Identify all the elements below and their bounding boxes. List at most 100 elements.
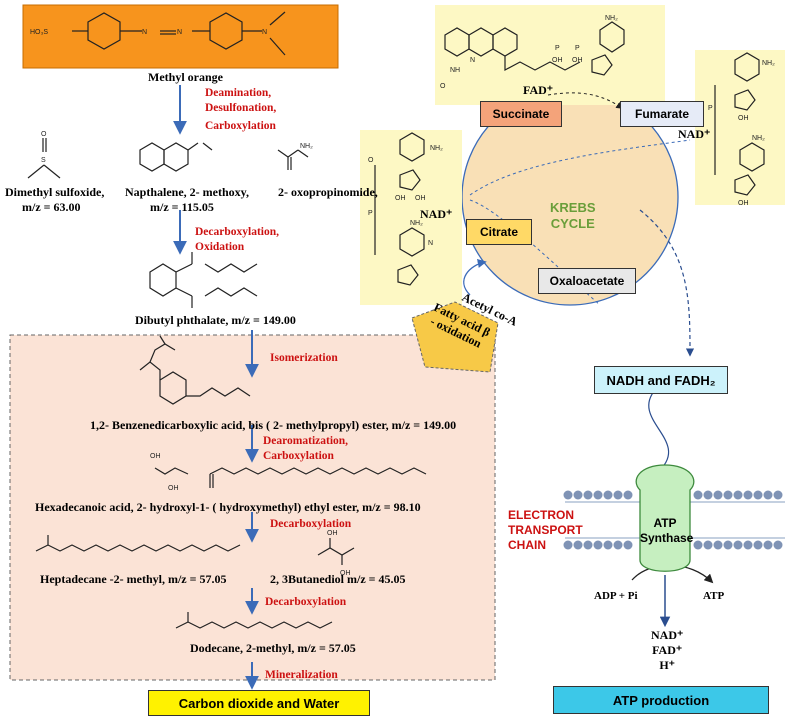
krebs-inner-dashed-2 xyxy=(469,199,601,306)
step3-label-2: Carboxylation xyxy=(263,450,334,462)
lipid-bead xyxy=(713,490,723,500)
succinate-box: Succinate xyxy=(480,101,562,127)
lipid-bead xyxy=(563,490,573,500)
lipid-bead xyxy=(693,540,703,550)
oxopropinomide-structure xyxy=(277,149,309,170)
krebs-inner-dashed xyxy=(469,139,691,196)
atp-label: ATP xyxy=(703,590,725,602)
n-label: N xyxy=(470,57,475,64)
oh-label: OH xyxy=(168,485,179,492)
nh2-label: NH₂ xyxy=(605,15,618,22)
hexadecanoic-label: Hexadecanoic acid, 2- hydroxyl-1- ( hydr… xyxy=(35,500,421,514)
krebs-word: KREBS xyxy=(550,200,596,215)
lipid-bead xyxy=(773,490,783,500)
lipid-bead xyxy=(593,490,603,500)
fad-to-fumarate-arrow xyxy=(547,92,624,109)
acetyl-arrow xyxy=(463,258,487,296)
p-label: P xyxy=(575,45,580,52)
lipid-bead xyxy=(623,540,633,550)
fatty-acid-pentagon xyxy=(411,301,499,373)
methyl-orange-structure xyxy=(72,11,286,56)
dmso-name: Dimethyl sulfoxide, xyxy=(5,185,105,199)
methyl-orange-label: Methyl orange xyxy=(148,70,223,84)
fad-label: FAD⁺ xyxy=(523,83,554,97)
lipid-bead xyxy=(753,490,763,500)
step1-label-2: Desulfonation, xyxy=(205,102,277,114)
isomerization-label: Isomerization xyxy=(270,352,338,364)
atp-synthase-line2: Synthase xyxy=(640,531,694,545)
lipid-bead xyxy=(743,540,753,550)
so3h-label: HO₃S xyxy=(30,29,48,36)
nad-right-structure xyxy=(714,52,765,196)
step1-label-3: Carboxylation xyxy=(205,120,276,132)
lipid-bead xyxy=(623,490,633,500)
etc-line2: TRANSPORT xyxy=(508,523,583,537)
n-label: N xyxy=(142,29,147,36)
fad-structure xyxy=(444,21,625,76)
p-label: P xyxy=(708,105,713,112)
dibutyl-label: Dibutyl phthalate, m/z = 149.00 xyxy=(135,313,296,327)
atom-labels: HO₃S N N N O S NH₂ NH₂ N NH O P P OH OH … xyxy=(30,15,775,577)
oh-label: OH xyxy=(552,57,563,64)
cycle-to-nadh-arrow xyxy=(639,209,695,357)
nh2-label: NH₂ xyxy=(752,135,765,142)
dmso-structure xyxy=(27,138,61,179)
nadh-fadh2-box: NADH and FADH₂ xyxy=(594,366,728,394)
outputs-label: NAD⁺ FAD⁺ H⁺ xyxy=(651,628,683,673)
nh2-label: NH₂ xyxy=(762,60,775,67)
lipid-beads xyxy=(563,490,783,550)
output-h: H⁺ xyxy=(659,658,675,672)
oh-label: OH xyxy=(395,195,406,202)
o-label: O xyxy=(41,131,47,138)
lipid-bead xyxy=(613,490,623,500)
butanediol-label: 2, 3Butanediol m/z = 45.05 xyxy=(270,572,406,586)
fumarate-box: Fumarate xyxy=(620,101,704,127)
butanediol-structure xyxy=(317,538,355,565)
lipid-bead xyxy=(733,540,743,550)
hexadecanoic-structure xyxy=(154,467,427,488)
nad-left-label: NAD⁺ xyxy=(420,207,453,221)
cycle-word: CYCLE xyxy=(550,216,595,231)
lipid-bead xyxy=(573,540,583,550)
lipid-bead xyxy=(733,490,743,500)
o-label: O xyxy=(368,157,374,164)
step3-label-1: Dearomatization, xyxy=(263,435,349,447)
n-label: N xyxy=(262,29,267,36)
lipid-bead xyxy=(723,540,733,550)
lipid-bead xyxy=(563,540,573,550)
citrate-box: Citrate xyxy=(466,219,532,245)
dmso-mz: m/z = 63.00 xyxy=(22,200,81,214)
oh-label: OH xyxy=(150,453,161,460)
step2-label-2: Oxidation xyxy=(195,241,245,253)
lipid-bead xyxy=(753,540,763,550)
nh2-label: NH₂ xyxy=(300,143,313,150)
nad-left-structure xyxy=(374,132,425,286)
oh-label: OH xyxy=(738,115,749,122)
n-label: N xyxy=(428,240,433,247)
nh2-label: NH₂ xyxy=(430,145,443,152)
atp-synthase-line1: ATP xyxy=(653,516,677,530)
lipid-bead xyxy=(703,540,713,550)
nad-right-label: NAD⁺ xyxy=(678,127,711,141)
napthalene-mz: m/z = 115.05 xyxy=(150,200,214,214)
lipid-bead xyxy=(603,540,613,550)
mineralization-label: Mineralization xyxy=(265,669,338,681)
oh-label: OH xyxy=(572,57,583,64)
heptadecane-structure xyxy=(35,535,241,552)
s-label: S xyxy=(41,157,46,164)
oxaloacetate-box: Oxaloacetate xyxy=(538,268,636,294)
o-label: O xyxy=(440,83,446,90)
etc-line1: ELECTRON xyxy=(508,508,574,522)
lipid-bead xyxy=(693,490,703,500)
dibutyl-phthalate-structure xyxy=(149,252,258,308)
oh-label: OH xyxy=(738,200,749,207)
atp-production-box: ATP production xyxy=(553,686,769,714)
etc-line3: CHAIN xyxy=(508,538,546,552)
fad-structure-bg xyxy=(435,5,665,105)
oh-label: OH xyxy=(327,530,338,537)
dodecane-label: Dodecane, 2-methyl, m/z = 57.05 xyxy=(190,641,356,655)
step2-label-1: Decarboxylation, xyxy=(195,226,280,238)
lipid-bead xyxy=(593,540,603,550)
adp-pi-label: ADP + Pi xyxy=(594,590,638,602)
